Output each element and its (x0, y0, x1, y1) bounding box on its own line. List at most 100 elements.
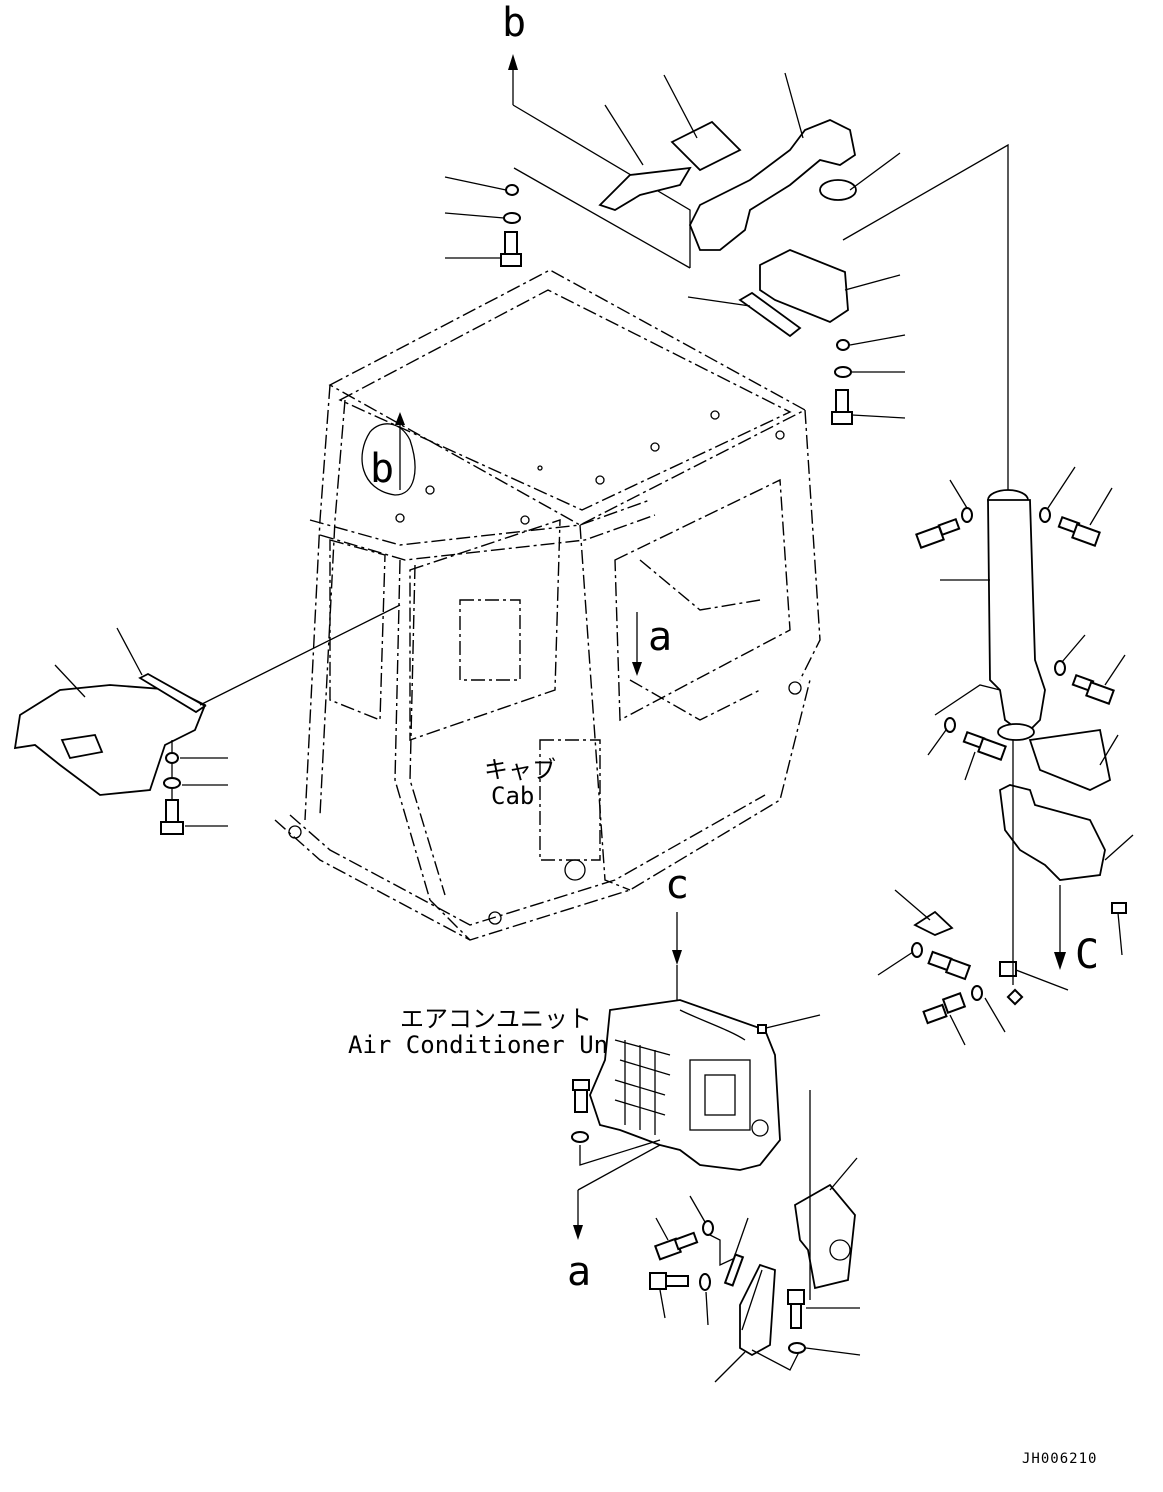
leader-line (784, 72, 804, 139)
bolt-icon (1085, 681, 1115, 705)
bolt-icon (665, 1275, 689, 1287)
leader-line-b (512, 104, 691, 268)
cab-label-jp: キャブ (484, 756, 556, 784)
leader-line (444, 176, 507, 191)
bolt-icon (673, 1231, 699, 1251)
vertical-air-duct (987, 489, 1046, 741)
bolt-icon (787, 1289, 805, 1305)
arrow-down-icon (1054, 952, 1066, 970)
duct-cover-bottom (794, 1183, 856, 1290)
bolt-icon (500, 253, 522, 267)
washer-icon (944, 717, 956, 733)
leader-line (1104, 654, 1126, 686)
leader-line (849, 334, 906, 346)
bracket (913, 910, 954, 936)
nut-icon (836, 339, 850, 351)
nut-icon (999, 961, 1017, 977)
duct-gasket (738, 291, 802, 338)
bolt-icon (504, 231, 518, 255)
leader-line (199, 604, 401, 706)
nut-icon (165, 752, 179, 764)
leader-line (705, 1291, 709, 1326)
callout-b-cab: b (370, 446, 394, 492)
ac-unit-label-en: Air Conditioner Unit (348, 1031, 637, 1059)
leader-line (751, 1349, 801, 1371)
bolt-icon (165, 799, 179, 823)
callout-b-top: b (502, 0, 526, 46)
leader-line (709, 1234, 736, 1267)
leader-line (1099, 734, 1119, 766)
washer-icon (699, 1273, 711, 1291)
washer-icon (571, 1131, 589, 1143)
washer-icon (1039, 507, 1051, 523)
callout-a-bottom: a (567, 1249, 591, 1295)
leader-line (579, 1139, 661, 1166)
nut-icon (505, 184, 519, 196)
leader-line (689, 1195, 706, 1223)
leader-line (829, 1157, 858, 1191)
leader-line (687, 296, 751, 307)
bolt-icon (572, 1079, 590, 1091)
leader-line (765, 1014, 821, 1029)
upper-air-duct (689, 119, 857, 251)
leader-line (1117, 912, 1123, 956)
arrow-down-icon (632, 662, 642, 676)
washer-icon (503, 212, 521, 224)
callout-c-right: C (1075, 932, 1099, 978)
washer-icon (702, 1220, 714, 1236)
drawing-code: JH006210 (1022, 1451, 1097, 1467)
leader-line (1061, 634, 1086, 663)
bolt-icon (922, 1003, 948, 1025)
leader-line (655, 1217, 669, 1241)
nut-icon (1006, 988, 1024, 1006)
arrow-up-icon (395, 412, 405, 425)
washer-icon (911, 942, 923, 958)
leader-line (116, 627, 143, 676)
bolt-icon (977, 737, 1007, 761)
arrow-down-icon (672, 950, 682, 965)
air-conditioner-unit (589, 999, 781, 1171)
leader-line (734, 1217, 749, 1256)
leader-line (851, 414, 906, 419)
leader-line (1047, 466, 1076, 509)
bolt-icon (574, 1089, 588, 1113)
leader-line (604, 104, 644, 166)
leader-line (844, 274, 901, 291)
leader-line (949, 479, 968, 509)
washer-icon (971, 985, 983, 1001)
leader-line (663, 74, 698, 139)
bolt-icon (649, 1272, 667, 1290)
leader-line (1089, 487, 1113, 526)
duct-louver (741, 1269, 763, 1331)
bolt-icon (941, 992, 967, 1014)
leader-line (805, 1347, 861, 1356)
leader-line (964, 751, 976, 781)
callout-c-top: c (665, 862, 689, 908)
floor-air-duct (13, 684, 207, 796)
leader-line (513, 167, 691, 269)
callout-a-cab: a (648, 614, 672, 660)
bolt-icon (1071, 523, 1101, 547)
arrow-down-icon (573, 1225, 583, 1240)
leader-line (1104, 834, 1134, 861)
bolt-icon (937, 517, 961, 537)
duct-opening (60, 734, 104, 760)
leader-line (444, 212, 505, 219)
leader-line (949, 1014, 966, 1046)
washer-icon (961, 507, 973, 523)
duct-connector (759, 249, 849, 324)
leader-line (927, 729, 947, 756)
leader-line (849, 152, 901, 191)
leader-line (984, 997, 1006, 1033)
bolt-icon (790, 1303, 802, 1329)
bolt-icon (835, 389, 849, 413)
leader-line (577, 1144, 661, 1191)
leader-line (714, 1351, 746, 1383)
duct-cover (598, 166, 692, 211)
washer-icon (788, 1342, 806, 1354)
leader-line (54, 664, 86, 698)
duct-clamp-ring (819, 179, 857, 201)
duct-cover-lower (1028, 728, 1112, 791)
